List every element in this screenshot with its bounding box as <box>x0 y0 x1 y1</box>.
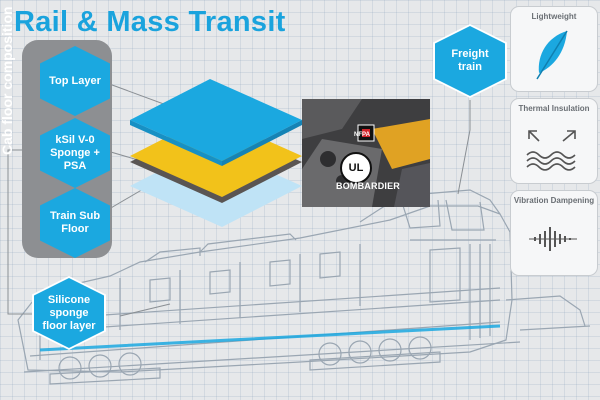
page-title: Rail & Mass Transit <box>14 6 286 38</box>
freight-train-label: Freight train <box>451 48 489 73</box>
material-sample-photo <box>302 99 430 207</box>
vibration-dampening-label: Vibration Dampening <box>513 196 595 205</box>
thermal-wave-icon <box>526 130 576 171</box>
feature-card-lightweight: Lightweight <box>510 6 598 92</box>
feather-icon <box>536 30 568 80</box>
lightweight-label: Lightweight <box>531 12 577 21</box>
layer-hex-ksil: kSil V-0 Sponge + PSA <box>40 118 110 188</box>
ul-certification-logo: UL <box>340 152 372 184</box>
thermal-insulation-label: Thermal Insulation <box>518 104 590 113</box>
silicone-callout-label: Silicone sponge floor layer <box>42 293 96 332</box>
top-layer <box>130 79 302 161</box>
nfpa-logo: NFPA <box>354 132 370 138</box>
layer-label-subfloor: Train Sub Floor <box>49 210 101 235</box>
bombardier-logo: BOMBARDIER <box>336 181 400 191</box>
layer-hex-subfloor: Train Sub Floor <box>40 188 110 258</box>
layer-label-top: Top Layer <box>49 74 101 87</box>
vibration-wave-icon <box>529 227 577 251</box>
feature-card-thermal: Thermal Insulation <box>510 98 598 184</box>
feature-card-vibration: Vibration Dampening <box>510 190 598 276</box>
layer-label-ksil: kSil V-0 Sponge + PSA <box>50 133 100 172</box>
